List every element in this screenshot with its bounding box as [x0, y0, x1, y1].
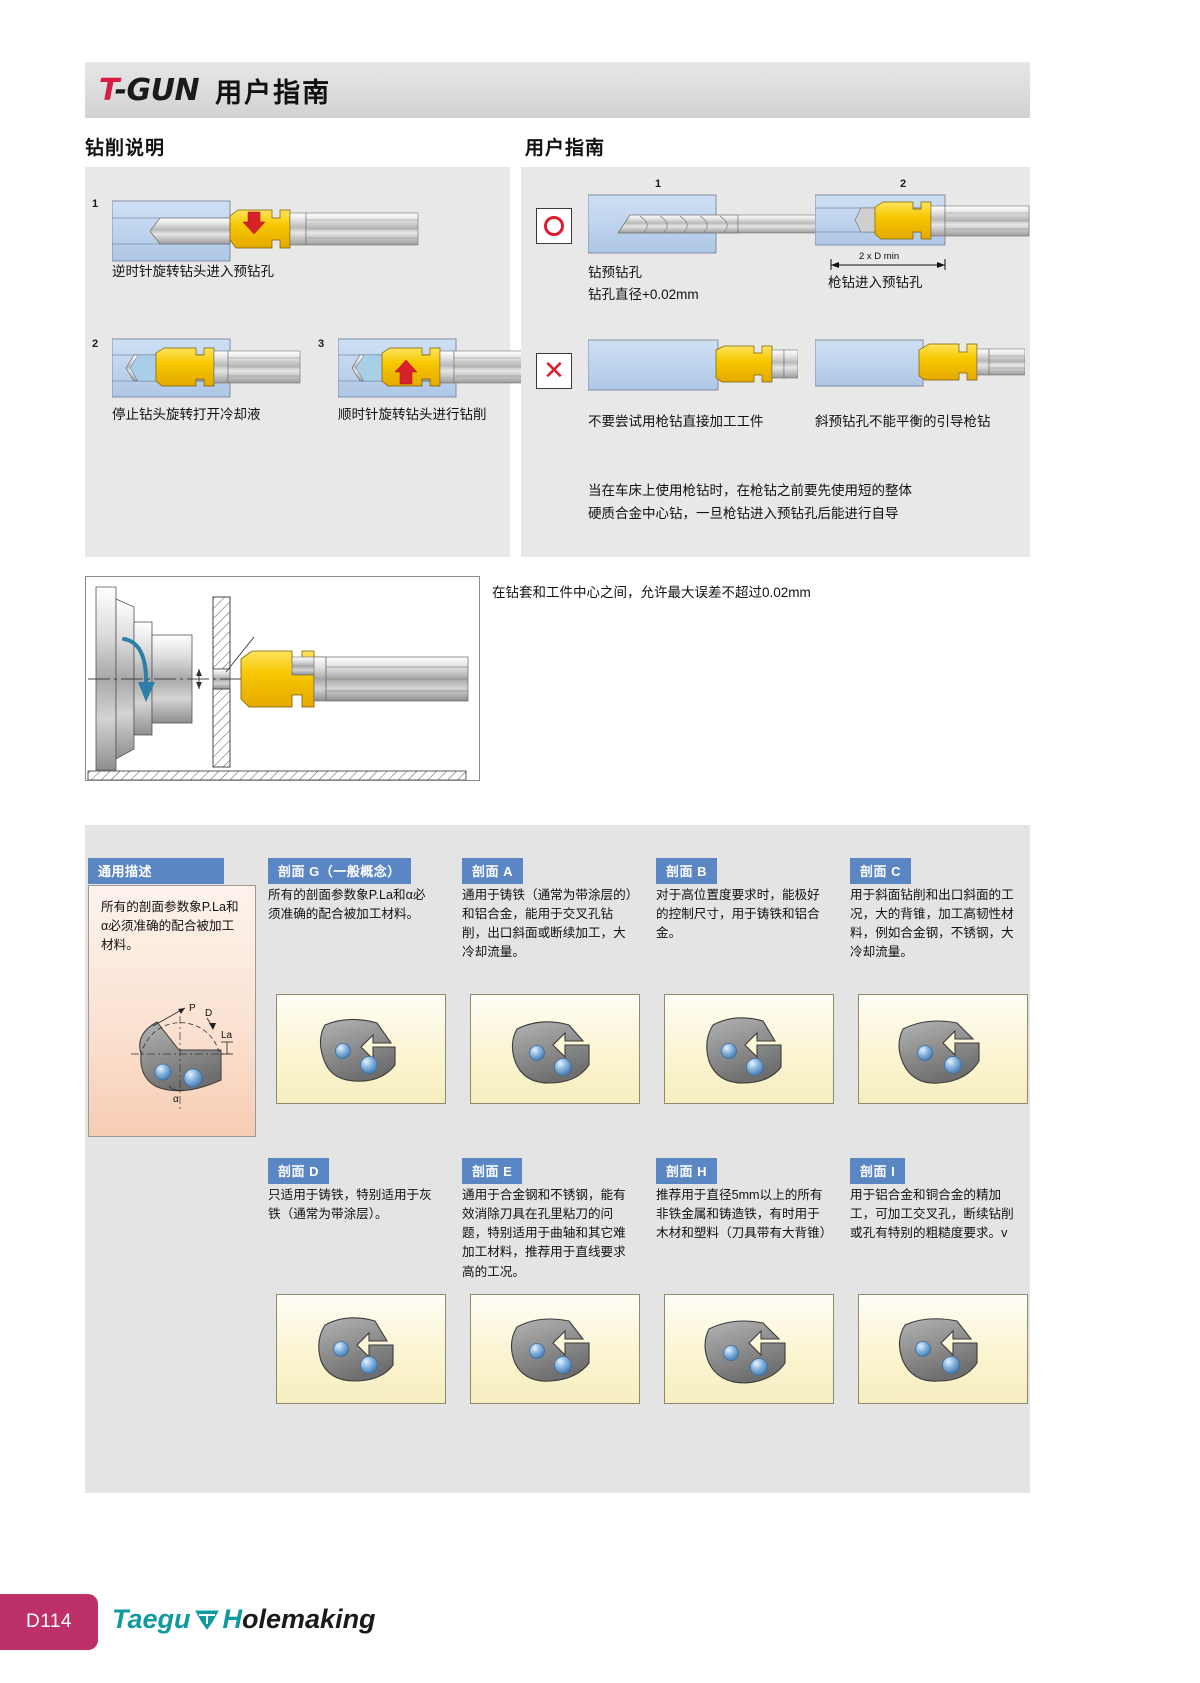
guide-2-number: 2 — [900, 178, 907, 190]
profile-tag-i: 剖面 I — [850, 1158, 906, 1184]
profile-image-b — [664, 994, 834, 1104]
label-alpha: α — [173, 1094, 179, 1105]
profile-image-c — [858, 994, 1028, 1104]
guide-note-line2: 硬质合金中心钻，一旦枪钻进入预钻孔后能进行自导 — [588, 506, 899, 521]
brand-making: olemaking — [242, 1604, 376, 1634]
profile-tag-b: 剖面 B — [656, 858, 718, 884]
insert-shape-b — [706, 1017, 782, 1084]
section-title-guide: 用户指南 — [525, 138, 606, 159]
profile-tag-general: 通用描述 — [88, 858, 224, 884]
bad-2-caption: 斜预钻孔不能平衡的引导枪钻 — [815, 414, 991, 429]
logo-rest: -GUN — [114, 72, 200, 108]
mid-note: 在钻套和工件中心之间，允许最大误差不超过0.02mm — [492, 585, 811, 600]
label-la: La — [221, 1030, 233, 1041]
taegu-holemaking-logo: Taegu H olemaking — [112, 1604, 376, 1635]
profile-tag-h: 剖面 H — [656, 1158, 718, 1184]
label-d: D — [205, 1008, 212, 1019]
profile-image-h — [664, 1294, 834, 1404]
profile-tag-g: 剖面 G（一般概念） — [268, 858, 411, 884]
dimension-arrow — [830, 259, 946, 270]
profile-image-e — [470, 1294, 640, 1404]
profile-tag-e: 剖面 E — [462, 1158, 523, 1184]
x-mark-box: ✕ — [536, 353, 572, 389]
page-number-tab: D114 — [0, 1594, 98, 1650]
step-1-caption: 逆时针旋转钻头进入预钻孔 — [112, 264, 274, 279]
profile-text-d: 只适用于铸铁，特别适用于灰铁（通常为带涂层）。 — [268, 1188, 432, 1222]
insert-shape-c — [898, 1020, 980, 1084]
dimension-label: 2 x D min — [855, 251, 904, 262]
profile-tag-a: 剖面 A — [462, 858, 524, 884]
profile-image-g — [276, 994, 446, 1104]
profile-tag-c: 剖面 C — [850, 858, 912, 884]
insert-shape-g — [319, 1018, 396, 1082]
step-2-number: 2 — [92, 338, 99, 350]
step-3-number: 3 — [318, 338, 325, 350]
general-description-box: 所有的剖面参数象P.La和α必须准确的配合被加工材料。 P D — [88, 885, 256, 1137]
guide-1-caption-line1: 钻预钻孔 — [588, 265, 642, 280]
brand-hole: H — [222, 1604, 243, 1634]
step-3-figure — [338, 338, 527, 398]
guide-1-number: 1 — [655, 178, 662, 190]
step-2-caption: 停止钻头旋转打开冷却液 — [112, 407, 261, 422]
profile-text-a: 通用于铸铁（通常为带涂层的）和铝合金，能用于交叉孔钻削，出口斜面或断续加工，大冷… — [462, 888, 633, 960]
guide-2-figure — [815, 194, 1030, 246]
profile-image-i — [858, 1294, 1028, 1404]
page-number: D114 — [25, 1611, 72, 1632]
profile-text-h: 推荐用于直径5mm以上的所有非铁金属和铸造铁，有时用于木材和塑料（刀具带有大背锥… — [656, 1188, 833, 1241]
profile-text-g: 所有的剖面参数象P.La和α必须准确的配合被加工材料。 — [268, 888, 426, 922]
logo-letter-t: T — [99, 72, 115, 108]
guide-1-caption-line2: 钻孔直径+0.02mm — [588, 287, 699, 302]
brand-taegu: Taegu — [112, 1604, 191, 1634]
guide-2-caption: 枪钻进入预钻孔 — [828, 275, 923, 290]
guide-1-figure-twist-drill — [588, 194, 817, 254]
insert-shape-a — [511, 1021, 590, 1084]
general-description-text: 所有的剖面参数象P.La和α必须准确的配合被加工材料。 — [101, 900, 239, 953]
insert-shape-d — [318, 1317, 394, 1382]
step-3-caption: 顺时针旋转钻头进行钻削 — [338, 407, 487, 422]
bad-1-figure — [588, 339, 798, 391]
page-title: 用户指南 — [215, 77, 332, 108]
label-p: P — [189, 1003, 196, 1014]
section-title-drilling: 钻削说明 — [85, 138, 166, 159]
taegu-shield-icon — [194, 1608, 220, 1632]
step-2-figure — [112, 338, 301, 398]
cross-x-icon: ✕ — [543, 356, 565, 386]
profile-image-a — [470, 994, 640, 1104]
profile-text-c: 用于斜面钻削和出口斜面的工况，大的背锥，加工高韧性材料，例如合金钢，不锈钢，大冷… — [850, 888, 1014, 960]
bad-2-figure — [815, 339, 1025, 387]
insert-shape-i — [898, 1318, 978, 1382]
tgun-logo: T-GUN — [99, 72, 200, 108]
lathe-setup-figure — [87, 586, 469, 780]
profile-text-i: 用于铝合金和铜合金的精加工，可加工交叉孔，断续钻削或孔有特别的粗糙度要求。v — [850, 1188, 1014, 1241]
insert-shape-h — [704, 1320, 786, 1384]
ok-mark-box — [536, 208, 572, 244]
page-header: T-GUN 用户指南 — [85, 62, 1030, 118]
step-1-number: 1 — [92, 198, 99, 210]
guide-note-line1: 当在车床上使用枪钻时，在枪钻之前要先使用短的整体 — [588, 483, 912, 498]
profile-image-d — [276, 1294, 446, 1404]
bad-1-caption: 不要尝试用枪钻直接加工工件 — [588, 414, 764, 429]
step-1-figure — [112, 200, 419, 262]
profile-text-e: 通用于合金钢和不锈钢，能有效消除刀具在孔里粘刀的问题，特别适用于曲轴和其它难加工… — [462, 1188, 626, 1279]
profile-text-b: 对于高位置度要求时，能极好的控制尺寸，用于铸铁和铝合金。 — [656, 888, 820, 941]
lathe-setup-figure-box — [85, 576, 480, 781]
circle-ok-icon — [544, 216, 564, 236]
insert-shape-e — [510, 1318, 590, 1382]
profile-tag-d: 剖面 D — [268, 1158, 330, 1184]
general-profile-diagram: P D La α — [131, 1003, 233, 1110]
